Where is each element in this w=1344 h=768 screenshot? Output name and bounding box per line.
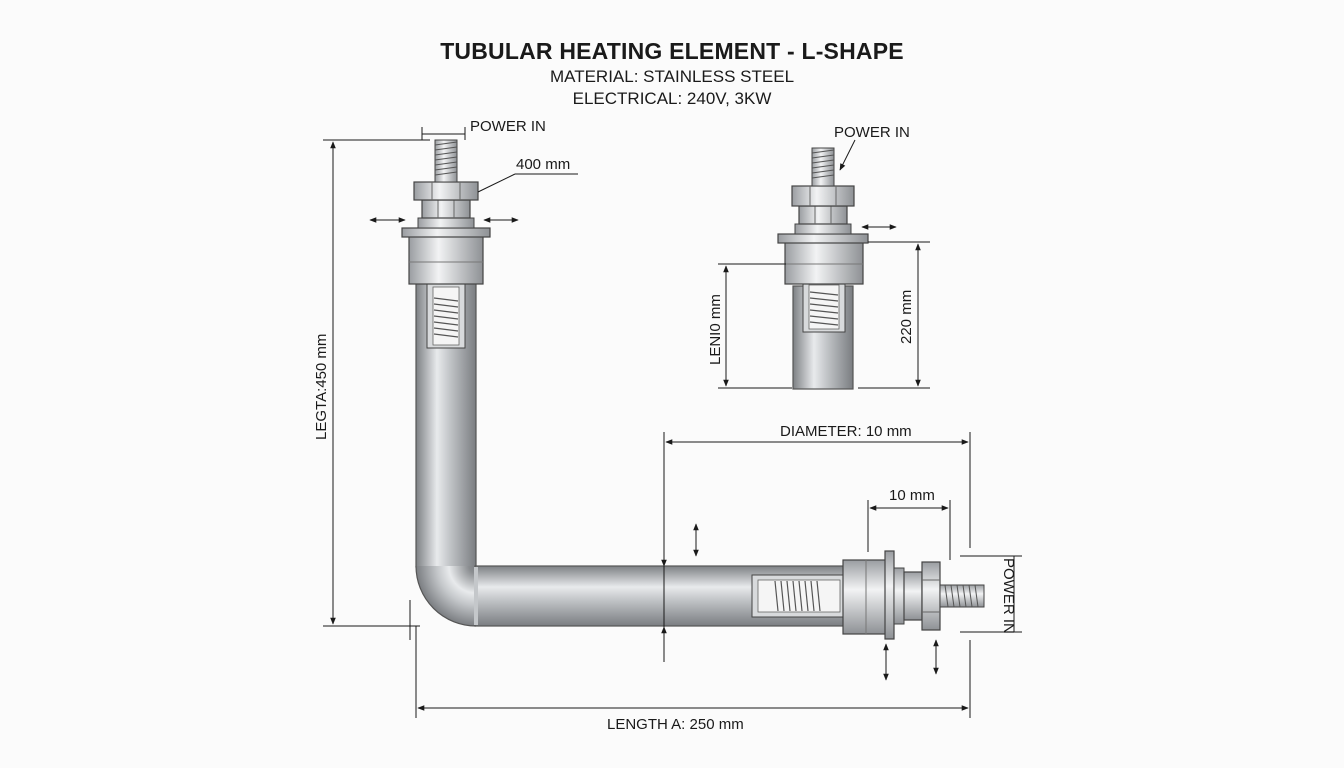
electrical-spec: ELECTRICAL: 240V, 3KW bbox=[572, 89, 772, 108]
material-spec: MATERIAL: STAINLESS STEEL bbox=[549, 67, 795, 86]
right-terminal-fitting bbox=[842, 550, 985, 640]
dim-400-label: 400 mm bbox=[516, 156, 570, 173]
power-in-label-detail: POWER IN bbox=[834, 124, 910, 141]
right-threaded-stud bbox=[939, 584, 985, 608]
terminal-detail-view bbox=[777, 147, 869, 390]
length-a-label: LENGTH A: 250 mm bbox=[607, 716, 744, 733]
dim-10-label: 10 mm bbox=[889, 487, 935, 504]
right-coil-cutaway bbox=[751, 574, 845, 618]
detail-length-label: LENI0 mm bbox=[707, 294, 724, 365]
l-shaped-heating-element bbox=[401, 139, 985, 640]
top-threaded-stud bbox=[434, 139, 458, 183]
power-in-label-right: POWER IN bbox=[1000, 558, 1017, 634]
drawing-header: TUBULAR HEATING ELEMENT - L-SHAPE MATERI… bbox=[0, 36, 1344, 110]
top-terminal-fitting bbox=[401, 139, 491, 285]
tube-bend bbox=[416, 566, 476, 626]
detail-220-label: 220 mm bbox=[898, 290, 915, 344]
diameter-label: DIAMETER: 10 mm bbox=[780, 423, 912, 440]
drawing-title: TUBULAR HEATING ELEMENT - L-SHAPE bbox=[440, 38, 904, 64]
dimension-lines bbox=[323, 127, 1022, 718]
leg-length-label: LEGTA:450 mm bbox=[313, 334, 330, 440]
top-coil-cutaway bbox=[426, 283, 466, 349]
power-in-label-top: POWER IN bbox=[470, 118, 546, 135]
